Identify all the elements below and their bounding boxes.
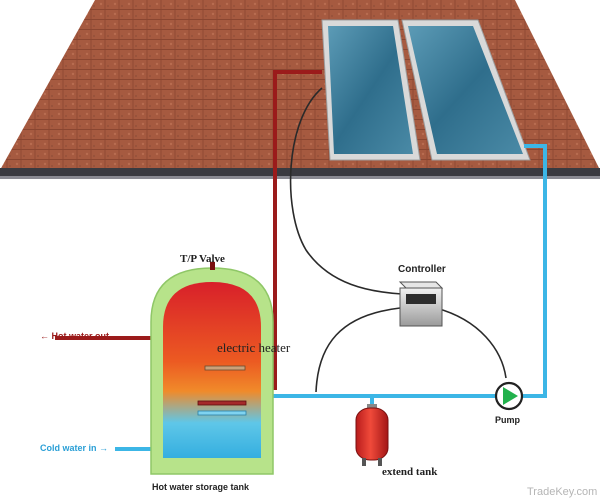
pump-label: Pump [495, 415, 521, 425]
solar-collectors [321, 19, 531, 161]
extend-tank-label: extend tank [382, 466, 438, 478]
controller-box-icon [398, 281, 444, 327]
tp-valve-label: T/P Valve [180, 253, 225, 265]
watermark: TradeKey.com [527, 486, 598, 498]
storage-tank [150, 262, 274, 475]
heat-exchanger-coil-bottom [197, 410, 247, 416]
electric-heater-element [204, 365, 246, 371]
expansion-tank-icon [355, 404, 389, 466]
electric-heater-label: electric heater [217, 340, 291, 355]
controller-label: Controller [398, 264, 446, 275]
tp-valve-icon [210, 262, 215, 270]
cold-water-in-label: Cold water in → [40, 443, 109, 453]
storage-tank-label: Hot water storage tank [152, 482, 250, 492]
collector-sensor-wire [289, 87, 403, 295]
control-wires [289, 87, 507, 393]
pump-icon [494, 381, 524, 411]
hot-water-out-label: ← Hot water out [40, 331, 109, 341]
pump-to-collector-pipe [522, 144, 547, 398]
pump-control-wire [435, 307, 507, 379]
roof-gutter [0, 168, 600, 176]
tank-sensor-wire [315, 307, 401, 393]
heat-exchanger-coil-top [197, 400, 247, 406]
